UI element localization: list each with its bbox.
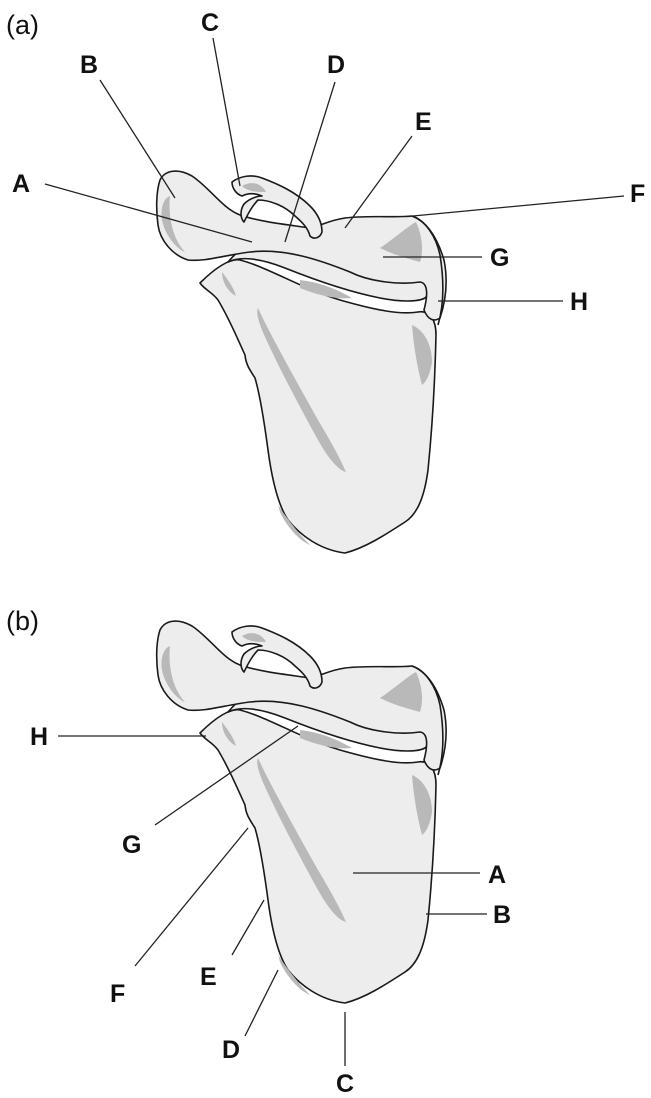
label-b-D: D: [222, 1036, 240, 1064]
panel-a-label: (a): [6, 10, 39, 40]
label-a-C: C: [201, 9, 219, 37]
label-b-H: H: [30, 723, 48, 751]
label-a-H: H: [570, 288, 588, 316]
leader-b-F: [135, 828, 248, 966]
panel-b-label: (b): [6, 606, 39, 636]
leader-a-C: [213, 38, 240, 186]
label-a-F: F: [630, 180, 645, 208]
leader-a-B: [100, 80, 175, 198]
panel-a: (a) A B C D E F G H: [6, 9, 645, 553]
label-b-B: B: [493, 901, 511, 929]
label-b-C: C: [336, 1070, 354, 1098]
label-b-E: E: [200, 963, 217, 991]
label-b-A: A: [488, 861, 506, 889]
panel-b: (b) H G F E D C B A: [6, 606, 511, 1098]
leader-a-F: [413, 196, 624, 216]
scapula-drawing-b: [157, 621, 446, 1003]
leader-a-E: [345, 136, 412, 228]
leader-b-E: [232, 900, 264, 955]
label-a-E: E: [415, 108, 432, 136]
label-a-D: D: [327, 51, 345, 79]
label-b-G: G: [122, 831, 141, 859]
label-b-F: F: [110, 980, 125, 1008]
label-a-B: B: [80, 51, 98, 79]
label-a-A: A: [12, 170, 30, 198]
scapula-drawing-a: [157, 171, 446, 553]
leader-b-D: [245, 970, 278, 1036]
label-a-G: G: [490, 244, 509, 272]
